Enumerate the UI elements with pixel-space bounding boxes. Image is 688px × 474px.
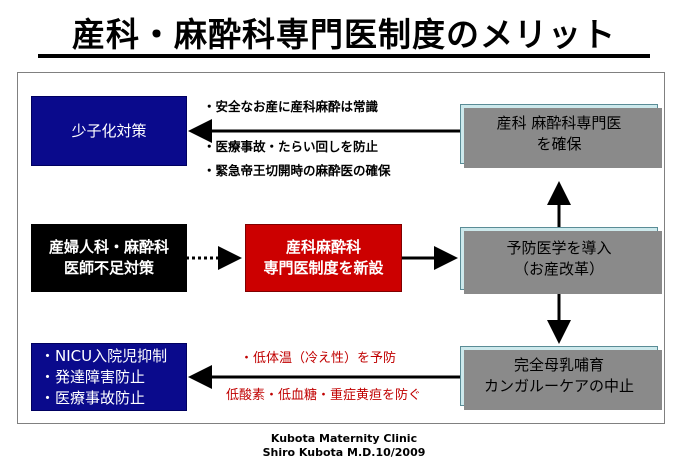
box-secure-line1: 産科 麻酔科専門医 xyxy=(496,114,622,132)
nicu-item-3: ・医療事故防止 xyxy=(40,388,146,407)
box-preventive-medicine: 予防医学を導入 （お産改革） xyxy=(460,227,662,294)
box-doctor-shortage-line2: 医師不足対策 xyxy=(63,259,154,277)
title-underline xyxy=(38,54,650,58)
box-doctor-shortage-line1: 産婦人科・麻酔科 xyxy=(48,238,169,256)
box-preventive-line1: 予防医学を導入 xyxy=(506,238,612,257)
note-top-3: ・緊急帝王切開時の麻酔医の確保 xyxy=(203,163,391,178)
box-new-specialist-system: 産科麻酔科 専門医制度を新設 xyxy=(245,224,402,292)
note-top-1: ・安全なお産に産科麻酔は常識 xyxy=(203,99,379,114)
box-new-system-line1: 産科麻酔科 xyxy=(285,238,361,256)
box-preventive-line2: （お産改革） xyxy=(513,259,604,278)
box-new-system-line2: 専門医制度を新設 xyxy=(263,259,384,277)
page-title: 産科・麻酔科専門医制度のメリット xyxy=(72,15,616,54)
box-secure-specialists: 産科 麻酔科専門医 を確保 xyxy=(460,104,662,168)
footer-clinic: Kubota Maternity Clinic xyxy=(270,432,418,445)
box-breastfeeding-line1: 完全母乳哺育 xyxy=(513,356,604,374)
footer-author: Shiro Kubota M.D.10/2009 xyxy=(262,446,426,459)
nicu-item-1: ・NICU入院児抑制 xyxy=(40,346,168,365)
box-shoushika-label: 少子化対策 xyxy=(71,121,147,140)
nicu-item-2: ・発達障害防止 xyxy=(40,367,146,386)
note-bottom-2: 低酸素・低血糖・重症黄疸を防ぐ xyxy=(226,388,422,403)
box-breastfeeding-line2: カンガルーケアの中止 xyxy=(483,377,634,395)
box-breastfeeding: 完全母乳哺育 カンガルーケアの中止 xyxy=(460,346,662,410)
note-bottom-1: ・低体温（冷え性）を予防 xyxy=(240,351,397,366)
box-secure-line2: を確保 xyxy=(536,135,582,153)
note-top-2: ・医療事故・たらい回しを防止 xyxy=(203,139,379,154)
box-doctor-shortage: 産婦人科・麻酔科 医師不足対策 xyxy=(31,224,187,292)
box-shoushika: 少子化対策 xyxy=(31,96,187,166)
box-nicu-outcomes: ・NICU入院児抑制 ・発達障害防止 ・医療事故防止 xyxy=(31,343,187,411)
